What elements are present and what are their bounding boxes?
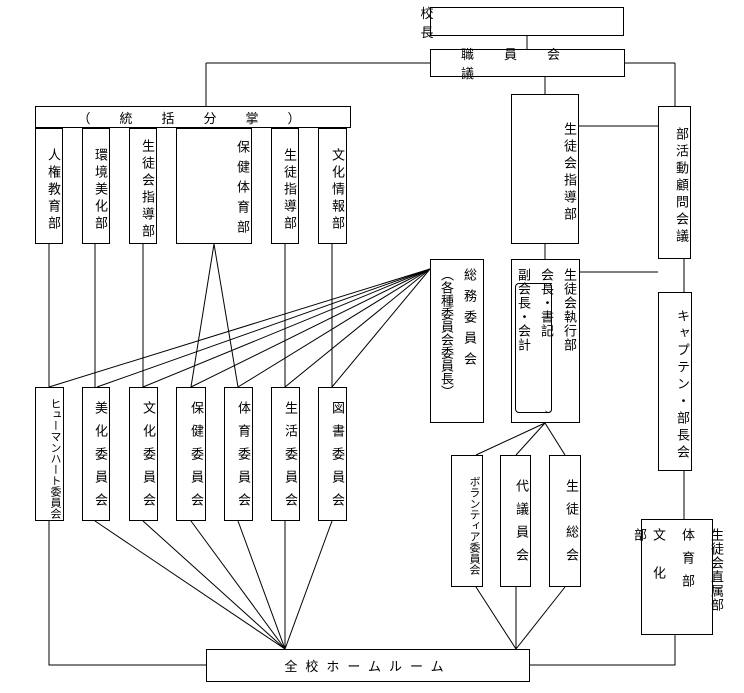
- committee-daigiin: 代議員会: [500, 455, 531, 587]
- committee-bika: 美化委員会: [82, 387, 110, 521]
- committee-tosho-label: 図書委員会: [329, 400, 344, 516]
- committee-human-heart: ヒューマンハート委員会: [35, 387, 64, 521]
- seitokai-shido-main: 生徒会指導部: [511, 94, 579, 244]
- bukatsu-box: 部活動顧問会議: [658, 106, 691, 259]
- captain-label: キャプテン・部長会: [674, 309, 689, 462]
- shikko-bracket-right: [545, 283, 552, 413]
- dept-hoken-tai-label: 保健体育部: [234, 140, 249, 240]
- dept-seito-shido-label: 生徒指導部: [281, 147, 296, 233]
- general-management-label: （ 統 括 分 掌 ）: [77, 111, 309, 127]
- committee-volunteer: ボランティア委員会: [451, 455, 483, 587]
- dept-bunka-label: 文化情報部: [329, 147, 344, 233]
- dept-kankyo: 環境美化部: [82, 128, 110, 244]
- captain-box: キャプテン・部長会: [658, 292, 692, 471]
- chokuzoku-box: 生徒会直属部 体育部 文化部: [631, 519, 723, 635]
- committee-seikatsu-label: 生活委員会: [282, 400, 297, 516]
- committee-seikatsu: 生活委員会: [271, 387, 300, 521]
- seitokai-shido-main-label: 生徒会指導部: [561, 122, 576, 224]
- chokuzoku-label-3: 文化部: [631, 528, 665, 604]
- dept-jinken: 人権教育部: [35, 128, 63, 244]
- dept-seito-shido: 生徒指導部: [271, 128, 299, 244]
- staff-meeting-box: 職員会議: [430, 48, 625, 82]
- dept-jinken-label: 人権教育部: [45, 147, 60, 233]
- homeroom-label: 全校ホームルーム: [284, 660, 452, 675]
- staff-meeting-label: 職員会議: [461, 48, 591, 82]
- committee-human-heart-label: ヒューマンハート委員会: [49, 397, 62, 519]
- committee-volunteer-label: ボランティア委員会: [468, 475, 481, 575]
- dept-hoken-tai: 保健体育部: [176, 128, 252, 244]
- soumu-label: 総務委員会: [461, 268, 476, 373]
- committee-tosho: 図書委員会: [318, 387, 347, 521]
- dept-seitokai-shido-label: 生徒会指導部: [139, 139, 154, 241]
- shikko-sub2-label: 副会長・会計: [515, 268, 530, 352]
- bukatsu-label: 部活動顧問会議: [673, 127, 688, 246]
- committee-daigiin-label: 代議員会: [513, 479, 528, 571]
- committee-taiiku: 体育委員会: [224, 387, 253, 521]
- homeroom-box: 全校ホームルーム: [206, 649, 530, 682]
- soumu-box: 総務委員会 （各種委員会委員長）: [430, 259, 484, 423]
- chokuzoku-label-1: 生徒会直属部: [708, 528, 723, 612]
- committee-bika-label: 美化委員会: [92, 400, 107, 516]
- committee-hoken: 保健委員会: [176, 387, 206, 521]
- soumu-note-label: （各種委員会委員長）: [438, 268, 453, 398]
- committee-hoken-label: 保健委員会: [188, 400, 203, 516]
- general-management-box: （ 統 括 分 掌 ）: [35, 106, 351, 128]
- chokuzoku-label-2: 体育部: [679, 528, 694, 597]
- committee-bunka-label: 文化委員会: [140, 400, 155, 516]
- shikko-main-label: 生徒会執行部: [561, 268, 576, 352]
- committee-seito-soukai: 生徒総会: [549, 455, 581, 587]
- shikko-bracket-left: [515, 283, 552, 413]
- principal-label: 校 長: [420, 6, 646, 41]
- principal-box: 校 長: [421, 7, 634, 41]
- dept-kankyo-label: 環境美化部: [92, 147, 107, 233]
- committee-seito-soukai-label: 生徒総会: [563, 479, 578, 571]
- dept-bunka: 文化情報部: [318, 128, 347, 244]
- dept-seitokai-shido: 生徒会指導部: [129, 128, 157, 244]
- committee-bunka: 文化委員会: [129, 387, 158, 521]
- committee-taiiku-label: 体育委員会: [235, 400, 250, 516]
